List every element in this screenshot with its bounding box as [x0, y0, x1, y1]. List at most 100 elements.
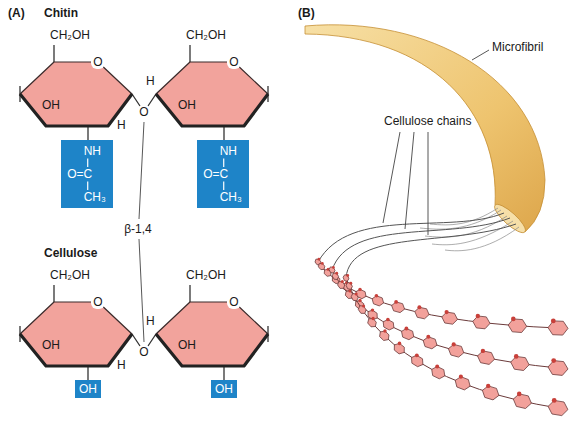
bridge-oxygen: O	[137, 105, 150, 119]
ring-dot	[426, 335, 430, 339]
part-label: H	[117, 118, 126, 132]
bond-line	[87, 182, 88, 191]
part-label: β-1,4	[124, 222, 152, 236]
ring-dot	[517, 392, 522, 397]
ring-dot	[386, 318, 390, 322]
part-label: H	[146, 314, 155, 328]
sugar-ring: OOH	[20, 56, 132, 132]
leader-line	[139, 122, 144, 219]
ring-dot	[358, 288, 361, 291]
ring-outline	[156, 296, 268, 372]
part-label: CH₂OH	[50, 268, 90, 282]
part-label: H	[117, 358, 126, 372]
glucose-ring	[415, 307, 429, 319]
glucose-ring	[368, 319, 377, 327]
sugar-ring: O OH	[156, 56, 268, 132]
chain-backbone	[318, 262, 558, 328]
ring-oxygen: O	[227, 295, 240, 309]
ring-dot	[335, 272, 338, 275]
ring-dot	[445, 310, 449, 314]
bridge-oxygen: O	[137, 345, 150, 359]
ring-dot	[358, 299, 361, 302]
leader-line	[139, 239, 144, 342]
bond-line	[189, 285, 190, 302]
ring-dot	[346, 274, 349, 277]
hydroxyl-text: OH	[42, 98, 60, 112]
glucose-ring	[329, 267, 335, 273]
ring-shape	[20, 302, 132, 366]
formula-text: CH₃	[220, 190, 242, 204]
ring-dot	[481, 349, 485, 353]
ring-shape	[156, 62, 268, 126]
ring-front-edge	[20, 334, 132, 366]
bond-line	[87, 126, 88, 140]
chain-fiber	[332, 218, 510, 270]
ring-outline	[20, 56, 132, 132]
ring-dot	[459, 375, 463, 379]
ring-dot	[552, 398, 557, 403]
panel-heading: (B)	[298, 6, 315, 20]
part-label: CH₂OH	[50, 28, 90, 42]
ring-dot	[486, 384, 490, 388]
glucose-ring	[548, 361, 568, 376]
formula-text: O=C	[203, 167, 228, 181]
glucose-ring	[448, 344, 463, 357]
formula-text: OH	[79, 382, 97, 396]
ring-dot	[551, 358, 556, 363]
ring-shape	[156, 302, 268, 366]
ring-dot	[435, 365, 439, 369]
glucose-ring	[402, 329, 414, 340]
ring-dot	[511, 317, 516, 322]
sugar-ring: OOH	[20, 296, 132, 372]
ring-dot	[476, 314, 480, 318]
ring-oxygen: O	[227, 55, 240, 69]
ring-dot	[355, 293, 358, 296]
hydroxyl-box: OH	[211, 380, 237, 398]
fiber-line	[445, 227, 519, 251]
hydroxyl-text: OH	[178, 338, 196, 352]
bond-line	[189, 45, 190, 62]
hydroxyl-box: OH	[75, 380, 101, 398]
acetamido-box: NHO=CCH₃	[197, 140, 249, 208]
part-label: Cellulose chains	[384, 114, 471, 128]
sugar-ring: O OH	[156, 296, 268, 372]
part-label: CH₂OH	[186, 28, 226, 42]
bond-line	[223, 159, 224, 168]
part-label: Microfibril	[492, 40, 543, 54]
ring-shape	[20, 62, 132, 126]
glucose-ring	[346, 283, 352, 290]
cellulose-chains	[315, 258, 568, 416]
glucose-ring	[392, 302, 405, 313]
microfibril	[305, 25, 545, 232]
glucose-ring	[548, 321, 568, 335]
chain-backbone	[346, 278, 558, 408]
bond-line	[53, 285, 54, 302]
ring-dot	[375, 294, 379, 298]
formula-text: CH₃	[84, 190, 106, 204]
bond-line	[223, 182, 224, 191]
formula-text: OH	[215, 382, 233, 396]
leader-line	[383, 132, 400, 223]
hydroxyl-text: OH	[42, 338, 60, 352]
panel-heading: Chitin	[44, 6, 78, 20]
chain-fiber	[346, 224, 516, 278]
acetamido-box: NHO=CCH₃	[61, 140, 113, 208]
glucose-ring	[482, 386, 499, 400]
hydroxyl-text: OH	[178, 98, 196, 112]
glucose-ring	[358, 306, 366, 314]
glucose-ring	[478, 351, 495, 365]
formula-text: NH	[84, 144, 101, 158]
ring-dot	[452, 342, 456, 346]
bond-line	[223, 366, 224, 380]
ring-dot	[514, 354, 519, 359]
ring-outline	[156, 56, 268, 132]
ring-dot	[318, 258, 321, 261]
ring-dot	[371, 317, 374, 320]
glucose-ring	[423, 337, 437, 349]
ring-dot	[341, 280, 344, 283]
ring-dot	[362, 304, 365, 307]
fiber-line	[425, 216, 507, 237]
ring-dot	[394, 300, 398, 304]
glucose-ring	[338, 282, 345, 289]
